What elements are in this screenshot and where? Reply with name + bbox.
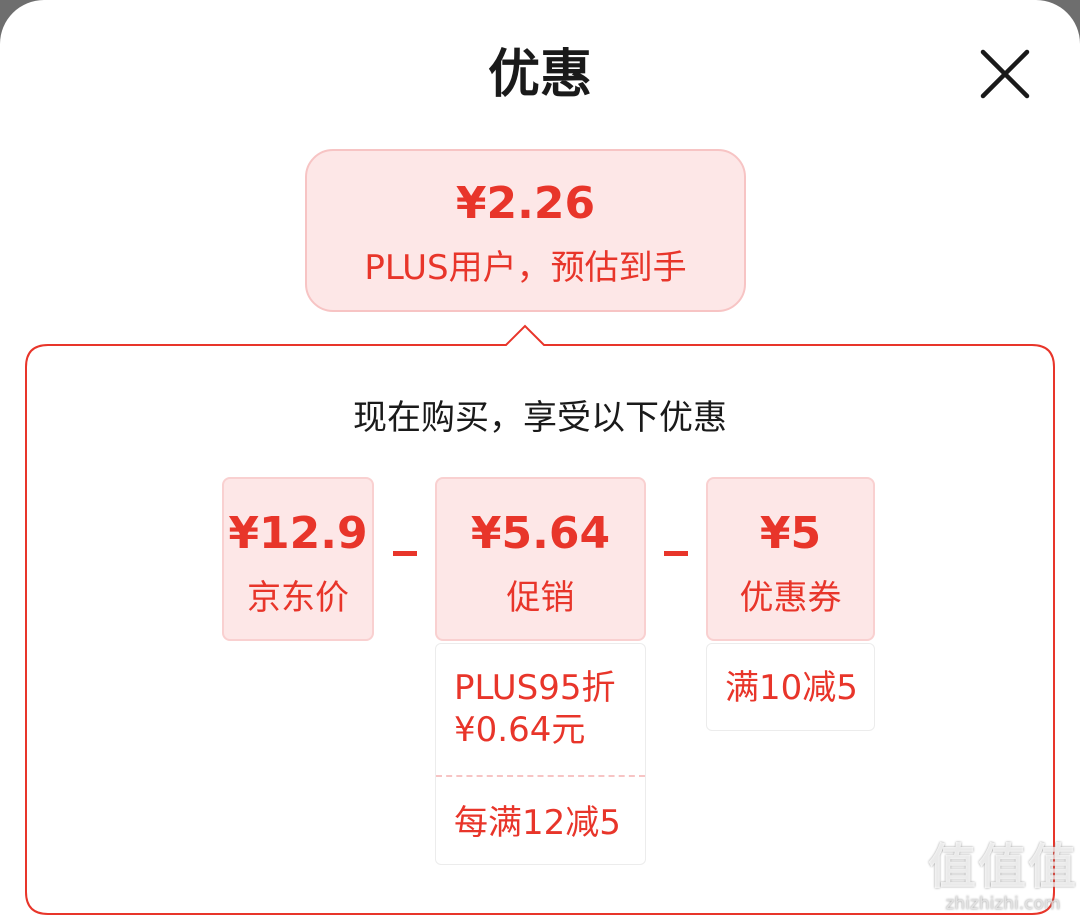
watermark-site: zhizhizhi.com bbox=[945, 894, 1061, 914]
jd-price-card: ¥12.9 京东价 bbox=[222, 477, 374, 641]
coupon-detail-rule: 满10减5 bbox=[725, 668, 858, 708]
promotion-label: 促销 bbox=[506, 578, 575, 618]
coupon-label: 优惠券 bbox=[739, 578, 842, 618]
estimated-price: ¥2.26 bbox=[455, 178, 596, 229]
promotion-detail-plus-amount: ¥0.64元 bbox=[454, 710, 586, 750]
promotion-details: PLUS95折 ¥0.64元 每满12减5 bbox=[435, 643, 646, 865]
discount-headline: 现在购买，享受以下优惠 bbox=[353, 398, 727, 438]
jd-price-amount: ¥12.9 bbox=[228, 508, 368, 559]
sheet-title: 优惠 bbox=[487, 45, 592, 105]
close-icon bbox=[980, 49, 1030, 99]
promotion-detail-plus: PLUS95折 bbox=[454, 668, 616, 708]
estimated-price-caption: PLUS用户，预估到手 bbox=[364, 248, 687, 288]
coupon-details: 满10减5 bbox=[706, 643, 875, 731]
coupon-card: ¥5 优惠券 bbox=[706, 477, 875, 641]
minus-sign bbox=[393, 551, 417, 556]
site-watermark: 值值值 zhizhizhi.com bbox=[928, 840, 1078, 920]
jd-price-label: 京东价 bbox=[247, 578, 349, 618]
coupon-amount: ¥5 bbox=[759, 508, 822, 559]
close-button[interactable] bbox=[976, 45, 1034, 103]
promotion-amount: ¥5.64 bbox=[470, 508, 611, 559]
estimated-price-bubble: ¥2.26 PLUS用户，预估到手 bbox=[305, 149, 746, 312]
minus-sign bbox=[664, 551, 688, 556]
promotion-card: ¥5.64 促销 bbox=[435, 477, 646, 641]
promotion-detail-spend-discount: 每满12减5 bbox=[454, 803, 621, 843]
watermark-logo: 值值值 bbox=[928, 839, 1079, 895]
detail-divider bbox=[436, 775, 645, 777]
